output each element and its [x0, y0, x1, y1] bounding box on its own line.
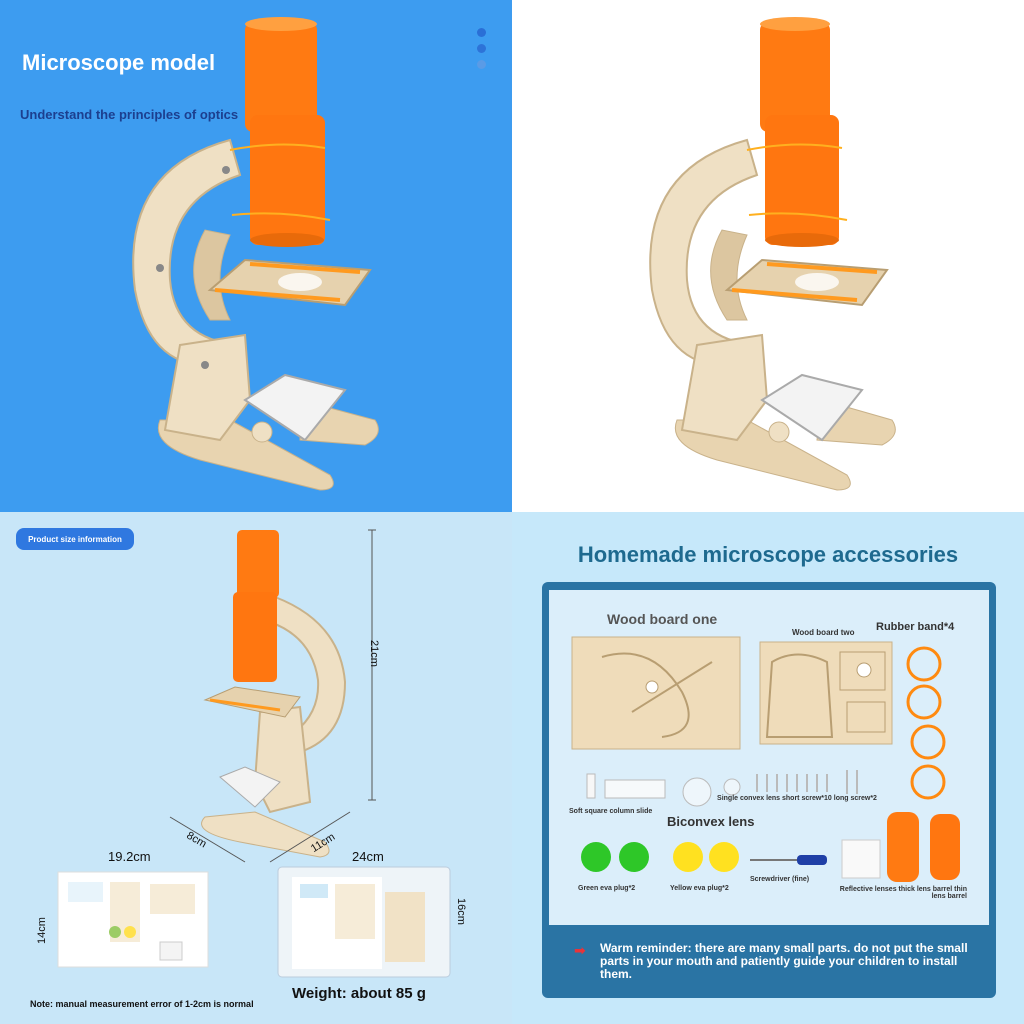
rubber-band-label: Rubber band*4: [876, 621, 955, 633]
size-info-badge: Product size information: [16, 528, 134, 550]
warning-arrow-icon: ➡: [574, 942, 586, 958]
weight-label: Weight: about 85 g: [292, 985, 426, 1002]
measurement-note: Note: manual measurement error of 1-2cm …: [30, 999, 254, 1009]
slide-label: Soft square column slide: [569, 808, 653, 815]
screwdriver-label: Screwdriver (fine): [750, 876, 810, 883]
bag-width-label: 24cm: [352, 849, 384, 864]
bag-height-label: 16cm: [455, 898, 467, 925]
manual-height-label: 14cm: [36, 917, 48, 944]
carousel-dot[interactable]: [477, 28, 486, 37]
wood-board-one-label: Wood board one: [607, 611, 718, 627]
panel-size-info: Product size information 21cm 8cm 11cm: [0, 512, 512, 1024]
manual-width-label: 19.2cm: [108, 849, 151, 864]
green-plug-label: Green eva plug*2: [578, 885, 636, 892]
hero-title: Microscope model: [22, 50, 216, 75]
accessories-illustration: [571, 636, 960, 882]
single-lens-label: Single convex lens short screw*10 long s…: [717, 795, 877, 802]
carousel-dots[interactable]: [477, 28, 487, 76]
carousel-dot[interactable]: [477, 44, 486, 53]
hero-subtitle: Understand the principles of optics: [20, 107, 239, 122]
accessories-title: Homemade microscope accessories: [577, 542, 959, 567]
biconvex-lens-label: Biconvex lens: [667, 814, 755, 829]
microscope-illustration: [132, 17, 379, 491]
panel-accessories: Homemade microscope accessories: [512, 512, 1024, 1024]
height-label: 21cm: [368, 640, 380, 667]
warm-reminder-text: Warm reminder: there are many small part…: [600, 941, 968, 981]
carousel-dot[interactable]: [477, 60, 486, 69]
wood-board-two-label: Wood board two: [792, 628, 855, 637]
yellow-plug-label: Yellow eva plug*2: [670, 885, 729, 892]
microscope-illustration: [649, 17, 896, 491]
size-diagram: [57, 529, 451, 978]
barrels-label: Reflective lenses thick lens barrel thin…: [839, 886, 967, 900]
panel-product-hero: Microscope model Understand the principl…: [0, 0, 512, 512]
panel-product-white: [512, 0, 1024, 512]
